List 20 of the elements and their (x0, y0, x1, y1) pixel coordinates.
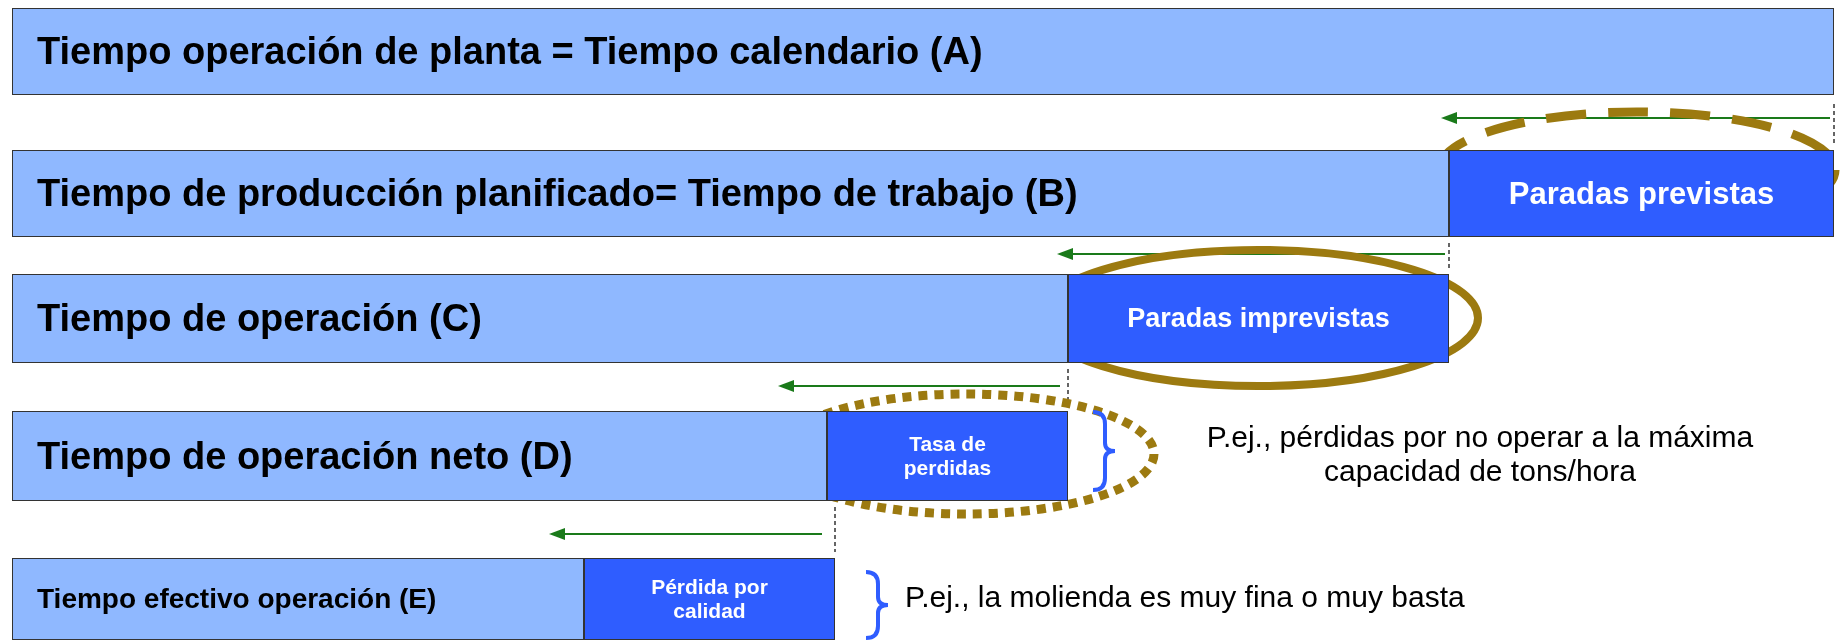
note-text: P.ej., la molienda es muy fina o muy basta (905, 580, 1466, 614)
bar-label: Tiempo operación de planta = Tiempo calendario (A) (37, 30, 983, 73)
loss-box (827, 411, 1068, 501)
bar-label: Tiempo de producción planificado= Tiempo de trabajo (B) (37, 172, 1078, 215)
bar-label: Tasa de perdidas (902, 432, 993, 480)
bar-label: Tiempo de operación neto (D) (37, 434, 573, 478)
bar-label: Pérdida por calidad (650, 575, 769, 623)
bar-label: Paradas imprevistas (1127, 303, 1390, 334)
loss-box (1449, 150, 1834, 237)
time-bar (12, 150, 1449, 237)
note-text: P.ej., pérdidas por no operar a la máxima capacidad de tons/hora (1205, 420, 1755, 488)
bar-label: Tiempo efectivo operación (E) (37, 583, 437, 615)
loss-box (1068, 274, 1449, 363)
bar-label: Paradas previstas (1508, 175, 1775, 212)
bar-label: Tiempo de operación (C) (37, 297, 482, 340)
loss-box (584, 558, 835, 640)
time-bar (12, 8, 1834, 95)
time-bar (12, 411, 827, 501)
time-bar (12, 558, 584, 640)
time-bar (12, 274, 1068, 363)
